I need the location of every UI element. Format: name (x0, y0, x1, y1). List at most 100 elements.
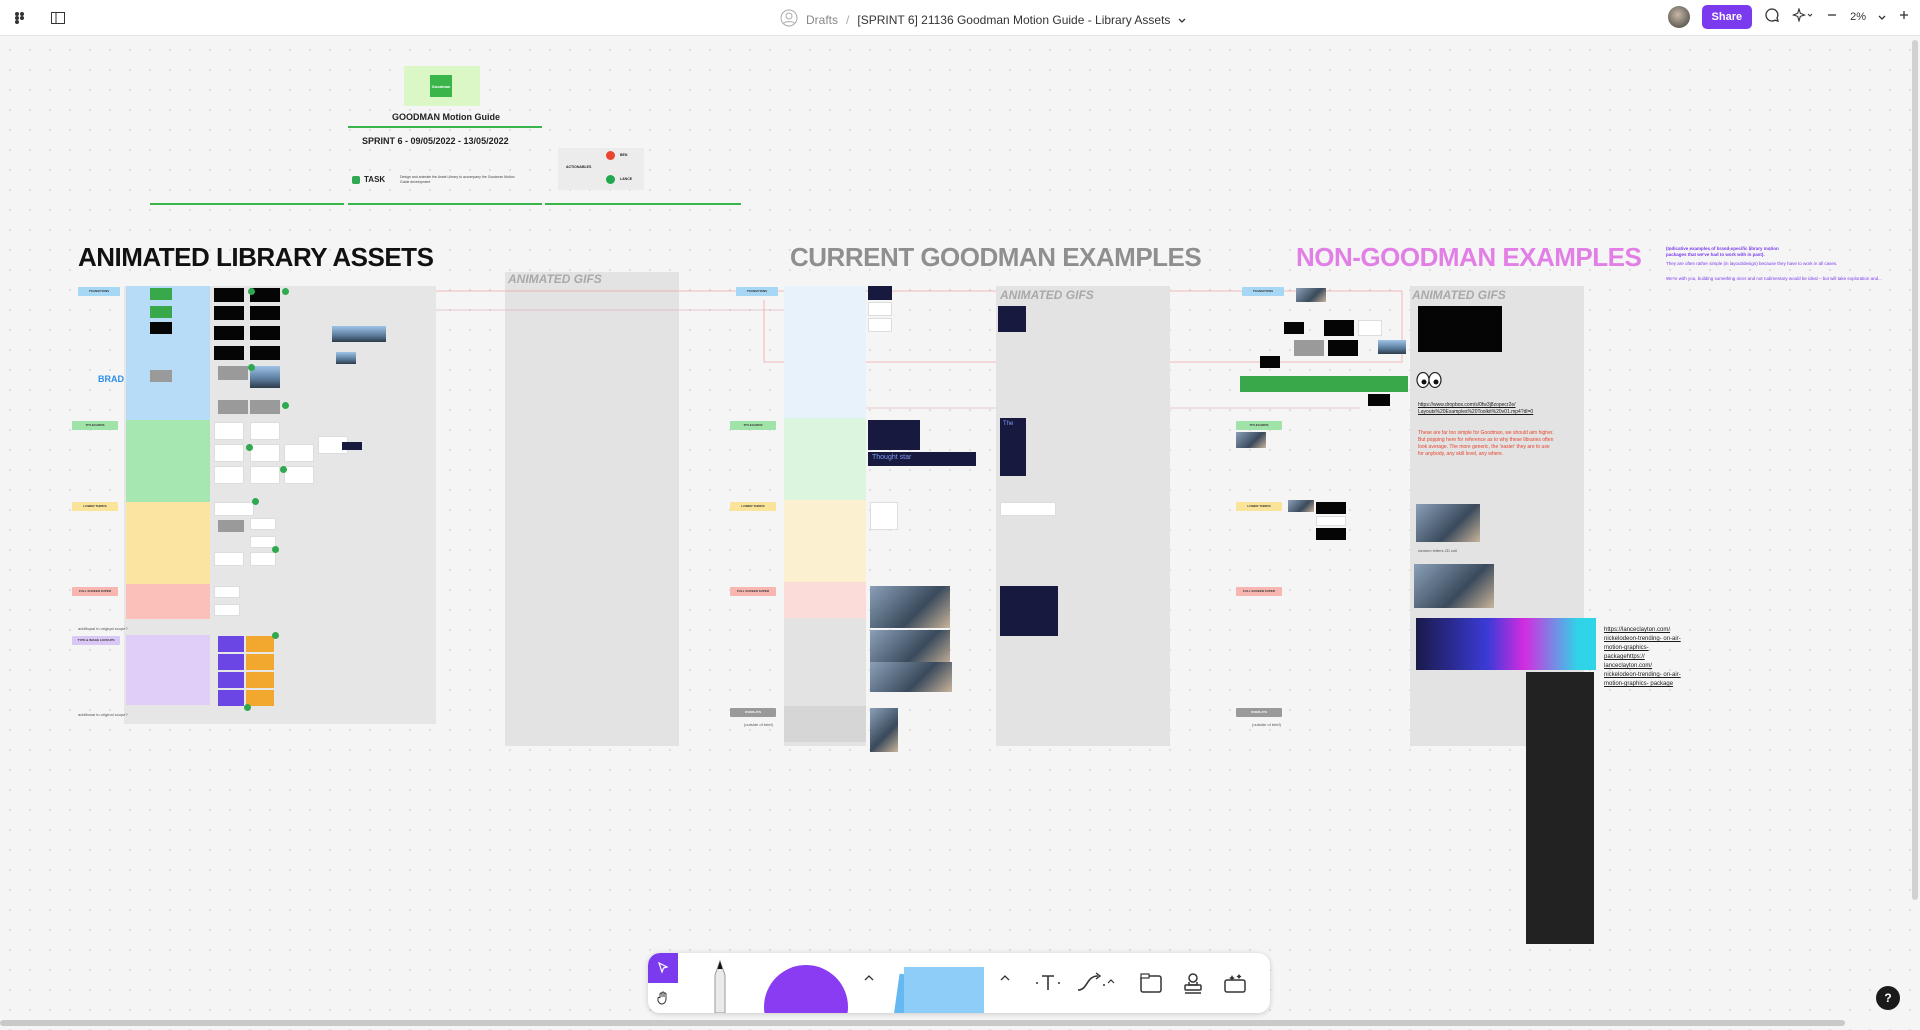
lance-clayton-links[interactable]: https://lanceclayton.com/ nickelodeon-tr… (1604, 627, 1681, 687)
tag-lower-thirds[interactable]: LOWER THIRDS (1236, 502, 1282, 511)
tag-overlays[interactable]: OVERLAYS (1236, 708, 1282, 717)
hand-tool[interactable] (648, 983, 678, 1013)
pen-tool[interactable] (710, 959, 730, 1013)
full-screen-thumb[interactable] (214, 604, 240, 616)
transition-thumb[interactable] (250, 306, 280, 320)
transition-thumb[interactable] (150, 288, 172, 300)
full-screen-thumb[interactable] (214, 586, 240, 598)
cursor-tool[interactable] (648, 953, 678, 983)
titlecard-thumb[interactable] (342, 442, 362, 450)
lower-third-thumb[interactable] (250, 536, 276, 548)
plus-icon[interactable] (1898, 8, 1910, 26)
transition-thumb[interactable] (214, 288, 244, 302)
lower-third-thumb[interactable] (250, 552, 276, 566)
example-thumb[interactable] (1368, 394, 1390, 406)
transition-thumb[interactable] (150, 306, 172, 318)
tag-full-screen-super[interactable]: FULL SCREEN SUPER (72, 587, 118, 596)
lower-third-example[interactable] (1316, 528, 1346, 540)
type-image-thumb[interactable] (218, 636, 244, 652)
lower-third-thumb[interactable] (250, 518, 276, 530)
black-gif-placeholder[interactable] (1418, 306, 1502, 352)
thought-star-banner[interactable]: Thought star (868, 452, 976, 466)
section-tool[interactable] (1136, 967, 1166, 999)
full-screen-example[interactable] (870, 662, 952, 692)
gif-thumb[interactable] (998, 306, 1026, 332)
type-image-thumb[interactable] (246, 690, 274, 706)
help-button[interactable]: ? (1876, 986, 1900, 1010)
tag-full-screen-super[interactable]: FULL SCREEN SUPER (730, 587, 776, 596)
brad-placeholder[interactable] (150, 370, 172, 382)
zoom-level[interactable]: 2% (1850, 11, 1866, 23)
green-strip[interactable] (1240, 376, 1408, 392)
example-thumb[interactable] (1378, 340, 1406, 354)
lower-third-thumb[interactable] (214, 552, 244, 566)
type-image-thumb[interactable] (246, 654, 274, 670)
tag-transitions[interactable]: TRANSITIONS (1242, 287, 1284, 296)
tag-titlecards[interactable]: TITLECARDS (72, 421, 118, 430)
titlecard-thumb[interactable] (250, 422, 280, 440)
gif-thumb[interactable] (1000, 502, 1056, 516)
layout-icon[interactable] (46, 6, 70, 30)
sticky-note-tool[interactable] (892, 963, 984, 1013)
current-examples-board[interactable] (784, 286, 866, 746)
city-photo-thumb[interactable] (332, 326, 386, 342)
share-button[interactable]: Share (1701, 5, 1753, 29)
chevron-down-icon[interactable] (1878, 8, 1886, 26)
gif-thumb-the[interactable]: The (1000, 418, 1026, 476)
example-thumb[interactable] (1324, 320, 1354, 336)
type-image-thumb[interactable] (246, 672, 274, 688)
gif-thumb[interactable] (1000, 586, 1058, 636)
lower-third-example[interactable] (1316, 502, 1346, 514)
drafts-link[interactable]: Drafts (806, 12, 839, 27)
example-thumb[interactable] (1260, 356, 1280, 368)
shape-chevron[interactable] (862, 971, 876, 985)
transition-thumb[interactable] (250, 366, 280, 388)
titlecard-example[interactable] (868, 420, 920, 450)
crowd-gif[interactable] (1416, 504, 1480, 542)
transition-thumb[interactable] (250, 326, 280, 340)
example-thumb[interactable] (868, 286, 892, 300)
example-thumb[interactable] (1358, 320, 1382, 336)
titlecard-thumb[interactable] (284, 466, 314, 484)
text-tool[interactable] (1032, 967, 1064, 999)
transition-thumb[interactable] (250, 288, 280, 302)
animated-gifs-panel[interactable] (996, 286, 1170, 746)
titlecard-thumb[interactable] (250, 466, 280, 484)
minus-icon[interactable] (1826, 8, 1838, 26)
vertical-scrollbar[interactable] (1912, 40, 1918, 900)
widget-tool[interactable] (1220, 967, 1250, 999)
titlecard-thumb[interactable] (214, 444, 244, 462)
example-thumb[interactable] (868, 302, 892, 316)
transition-thumb[interactable] (250, 400, 280, 414)
transition-thumb[interactable] (214, 306, 244, 320)
goodman-logo[interactable]: Goodman (404, 66, 480, 106)
full-screen-example[interactable] (870, 586, 950, 628)
example-thumb[interactable] (1296, 288, 1326, 302)
city-photo-thumb[interactable] (336, 352, 356, 364)
tag-overlays[interactable]: OVERLAYS (730, 708, 776, 717)
titlecard-example[interactable] (1236, 432, 1266, 448)
example-thumb[interactable] (1328, 340, 1358, 356)
woman-gif[interactable] (1414, 564, 1494, 608)
tag-type-image[interactable]: TYPE & IMAGE LOCKUPS (72, 636, 120, 645)
lower-third-example[interactable] (1288, 500, 1314, 512)
type-image-thumb[interactable] (246, 636, 274, 652)
transition-thumb[interactable] (150, 322, 172, 334)
transition-thumb[interactable] (250, 346, 280, 360)
tag-titlecards[interactable]: TITLECARDS (1236, 421, 1282, 430)
tag-lower-thirds[interactable]: LOWER THIRDS (730, 502, 776, 511)
chevron-down-icon[interactable] (1178, 13, 1186, 27)
full-screen-example[interactable] (870, 630, 950, 666)
tag-titlecards[interactable]: TITLECARDS (730, 421, 776, 430)
tag-transitions[interactable]: TRANSITIONS (736, 287, 778, 296)
shape-tool[interactable] (764, 965, 848, 1013)
horizontal-scrollbar[interactable] (0, 1020, 1845, 1026)
tag-lower-thirds[interactable]: LOWER THIRDS (72, 502, 118, 511)
sparkle-icon[interactable] (1792, 6, 1814, 27)
tag-transitions[interactable]: TRANSITIONS (78, 287, 120, 296)
titlecard-thumb[interactable] (250, 444, 280, 462)
lower-third-example[interactable] (870, 502, 898, 530)
tag-full-screen-super[interactable]: FULL SCREEN SUPER (1236, 587, 1282, 596)
overlay-example[interactable] (870, 708, 898, 752)
stamp-tool[interactable] (1178, 967, 1208, 999)
